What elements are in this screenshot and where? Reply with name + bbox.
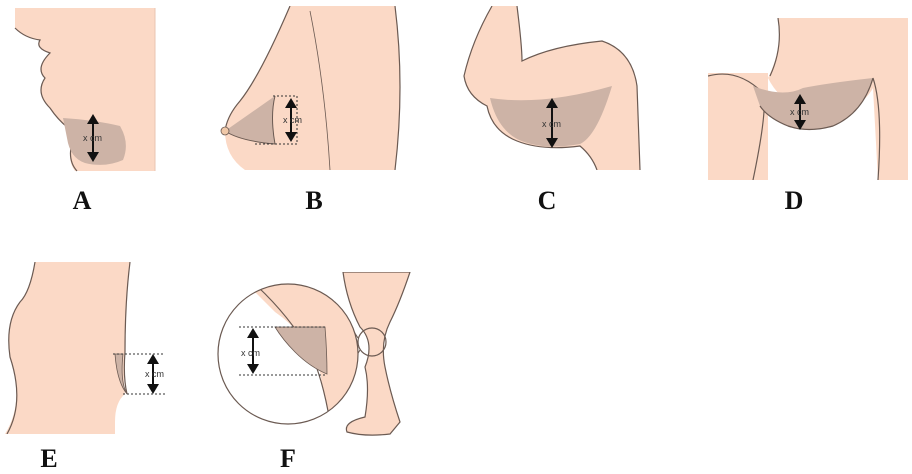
chin-measure-label: x cm (83, 133, 102, 143)
breast-measure-label: x cm (283, 115, 302, 125)
abdomen-illustration: x cm (5, 262, 180, 434)
label-e: E (29, 444, 69, 474)
breast-illustration: x cm (215, 6, 410, 170)
label-d: D (774, 186, 814, 216)
panel-a-chin: x cm (5, 8, 165, 178)
knee-measure-label: x cm (241, 348, 260, 358)
arm-measure-label: x cm (542, 119, 561, 129)
arm-horizontal-measure-label: x cm (790, 107, 809, 117)
knee-illustration: x cm (215, 272, 425, 440)
label-f: F (268, 444, 308, 474)
panel-b-breast: x cm (215, 6, 410, 170)
abdomen-measure-label: x cm (145, 369, 164, 379)
label-c: C (527, 186, 567, 216)
chin-illustration: x cm (5, 8, 165, 178)
arm-horizontal-illustration: x cm (708, 18, 908, 180)
panel-e-abdomen: x cm (5, 262, 180, 434)
panel-c-arm: x cm (462, 6, 647, 170)
arm-illustration: x cm (462, 6, 647, 170)
label-a: A (62, 186, 102, 216)
label-b: B (294, 186, 334, 216)
panel-f-knee: x cm (215, 272, 425, 440)
panel-d-arm: x cm (708, 18, 908, 180)
